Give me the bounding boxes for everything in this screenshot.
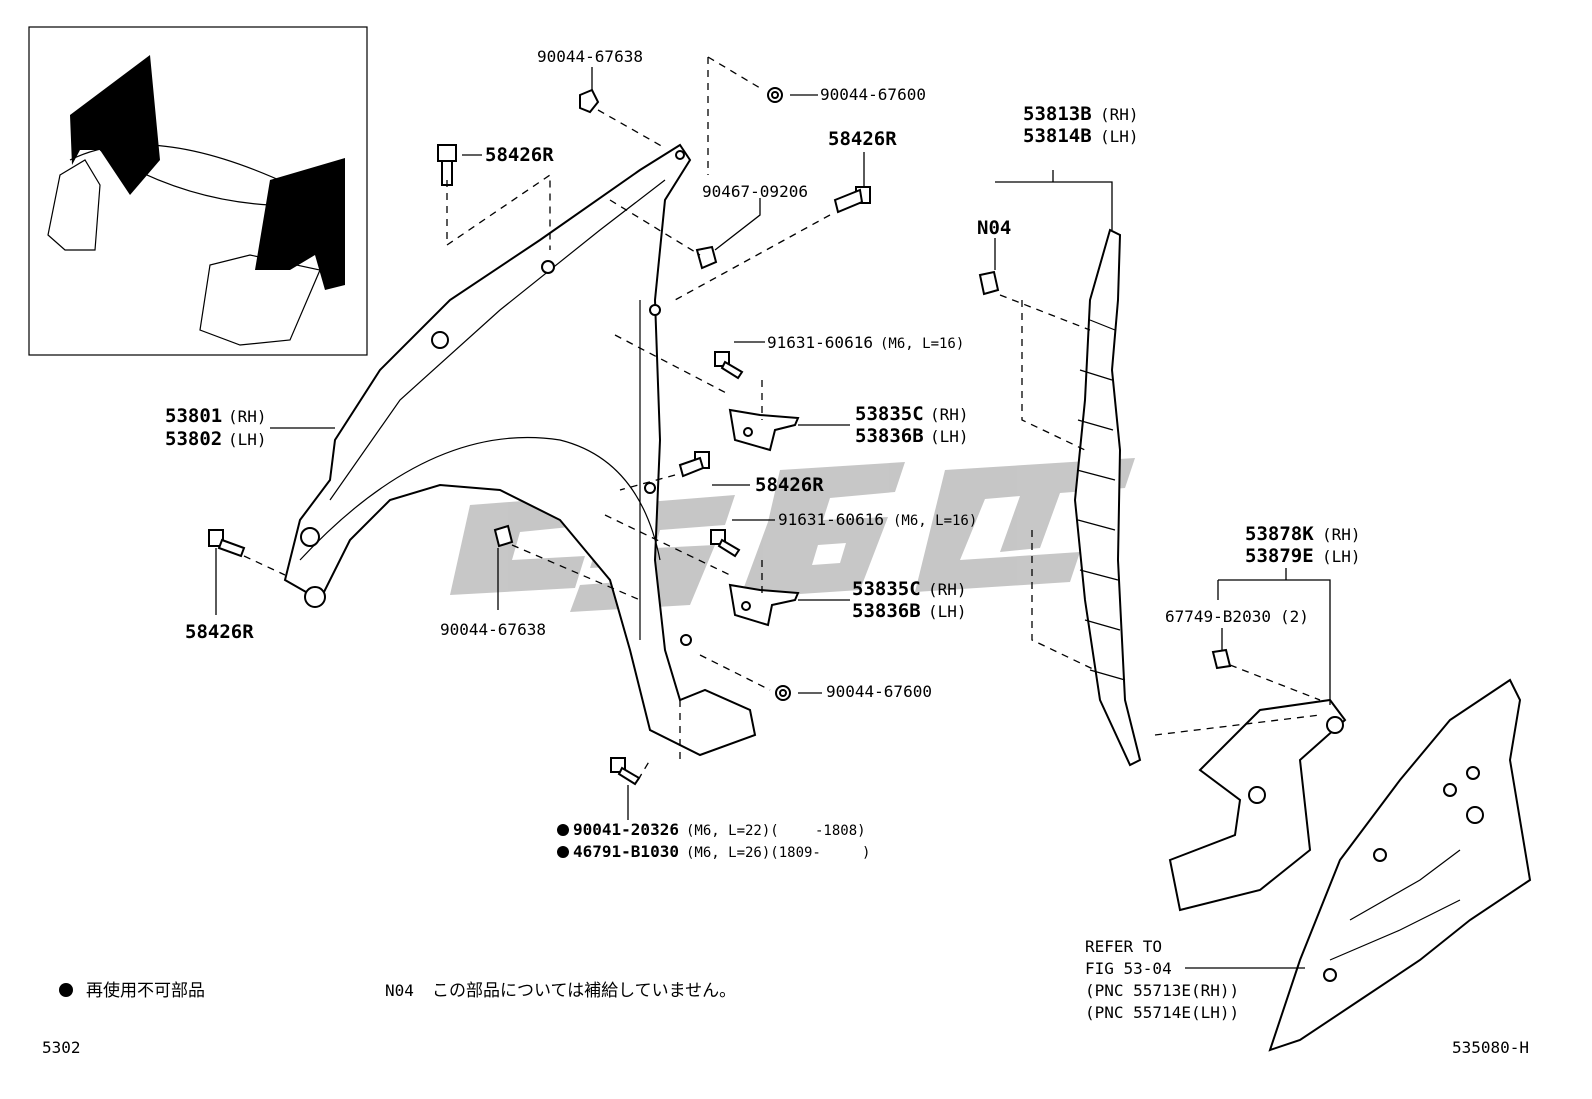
- label-91631-lower: 91631-60616: [778, 510, 884, 529]
- label-53836b-lower: 53836B: [852, 600, 921, 622]
- non-reusable-marker-46791: [557, 846, 569, 858]
- label-90044-67600-top: 90044-67600: [820, 85, 926, 104]
- label-58426r-bottom-left: 58426R: [185, 621, 254, 643]
- leader-lines: [215, 67, 1331, 969]
- label-53835c-upper-rh: (RH): [930, 405, 969, 424]
- label-46791-range: ): [862, 845, 870, 861]
- label-53835c-upper: 53835C: [855, 403, 924, 425]
- label-53835c-lower: 53835C: [852, 578, 921, 600]
- front-fender-53801: [283, 143, 757, 757]
- label-58426r-top-left: 58426R: [485, 144, 554, 166]
- label-53801-rh: (RH): [228, 407, 267, 426]
- bracket-53835c-lower: [728, 583, 800, 627]
- label-53814b-lh: (LH): [1100, 127, 1139, 146]
- clip-90044-67638-top: [579, 88, 600, 114]
- label-53878k-rh: (RH): [1322, 525, 1361, 544]
- label-53813b: 53813B: [1023, 103, 1092, 125]
- clip-90467-09206: [695, 245, 718, 270]
- label-67749-b2030: 67749-B2030: [1165, 607, 1271, 626]
- label-53835c-lower-rh: (RH): [928, 580, 967, 599]
- nut-90044-67600-bottom: [775, 685, 791, 701]
- dashed-guide-lines: [243, 56, 1321, 781]
- label-90041-20326: 90041-20326: [573, 820, 679, 839]
- footer-figure-code: 535080-H: [1452, 1038, 1529, 1057]
- legend: 再使用不可部品 N04 この部品については補給していません。: [59, 980, 736, 1001]
- footer: 5302 535080-H: [42, 1038, 1529, 1057]
- legend-non-reusable: 再使用不可部品: [86, 980, 205, 1001]
- label-90044-67638-top: 90044-67638: [537, 47, 643, 66]
- label-53879e: 53879E: [1245, 545, 1314, 567]
- label-53836b-upper: 53836B: [855, 425, 924, 447]
- legend-n04-code: N04: [385, 981, 414, 1000]
- legend-n04-text: この部品については補給していません。: [432, 981, 736, 1001]
- label-58426r-top-right: 58426R: [828, 128, 897, 150]
- label-90044-67600-bottom: 90044-67600: [826, 682, 932, 701]
- bolt-58426r-top-left: [437, 144, 457, 186]
- nut-90044-67600-top: [767, 87, 783, 103]
- bracket-53835c-upper: [728, 408, 800, 452]
- label-91631-upper-spec: (M6, L=16): [880, 336, 964, 352]
- label-53836b-upper-lh: (LH): [930, 427, 969, 446]
- label-refer-pnc-rh: (PNC 55713E(RH)): [1085, 981, 1239, 1000]
- label-90041-spec: (M6, L=22)(: [686, 823, 779, 839]
- label-90467-09206: 90467-09206: [702, 182, 808, 201]
- footer-page-code: 5302: [42, 1038, 81, 1057]
- bolt-58426r-mid: [678, 451, 710, 478]
- part-labels: 90044-67638 90044-67600 58426R 58426R 90…: [165, 47, 1361, 1022]
- label-53878k: 53878K: [1245, 523, 1314, 545]
- fender-seal-53813b: [1073, 228, 1142, 767]
- clip-n04: [978, 270, 1000, 296]
- bolt-90041-20326: [610, 757, 641, 786]
- label-91631-upper: 91631-60616: [767, 333, 873, 352]
- label-53814b: 53814B: [1023, 125, 1092, 147]
- label-67749-qty: (2): [1280, 607, 1309, 626]
- label-53879e-lh: (LH): [1322, 547, 1361, 566]
- clip-67749-b2030: [1211, 648, 1232, 670]
- bolt-58426r-top-right: [833, 186, 871, 214]
- fender-apron-panel: [1268, 678, 1532, 1052]
- label-refer-to: REFER TO: [1085, 937, 1162, 956]
- label-53813b-rh: (RH): [1100, 105, 1139, 124]
- non-reusable-marker-90041: [557, 824, 569, 836]
- label-53836b-lower-lh: (LH): [928, 602, 967, 621]
- bolt-91631-upper: [714, 351, 744, 380]
- bolt-58426r-bottom-left: [208, 529, 246, 558]
- label-46791-b1030: 46791-B1030: [573, 842, 679, 861]
- label-90044-67638-bottom: 90044-67638: [440, 620, 546, 639]
- label-58426r-mid: 58426R: [755, 474, 824, 496]
- label-53802-lh: (LH): [228, 430, 267, 449]
- label-91631-lower-spec: (M6, L=16): [893, 513, 977, 529]
- bracket-53878k: [1168, 698, 1347, 912]
- label-53802: 53802: [165, 428, 222, 450]
- inset-locator-view: [28, 26, 368, 356]
- clip-90044-67638-bottom: [493, 524, 514, 548]
- label-refer-pnc-lh: (PNC 55714E(LH)): [1085, 1003, 1239, 1022]
- bolt-91631-lower: [710, 529, 741, 558]
- label-46791-spec: (M6, L=26)(1809-: [686, 845, 821, 861]
- label-refer-fig: FIG 53-04: [1085, 959, 1172, 978]
- label-90041-range: -1808): [815, 823, 866, 839]
- label-53801: 53801: [165, 405, 222, 427]
- label-n04: N04: [977, 217, 1011, 239]
- legend-dot-icon: [59, 983, 73, 997]
